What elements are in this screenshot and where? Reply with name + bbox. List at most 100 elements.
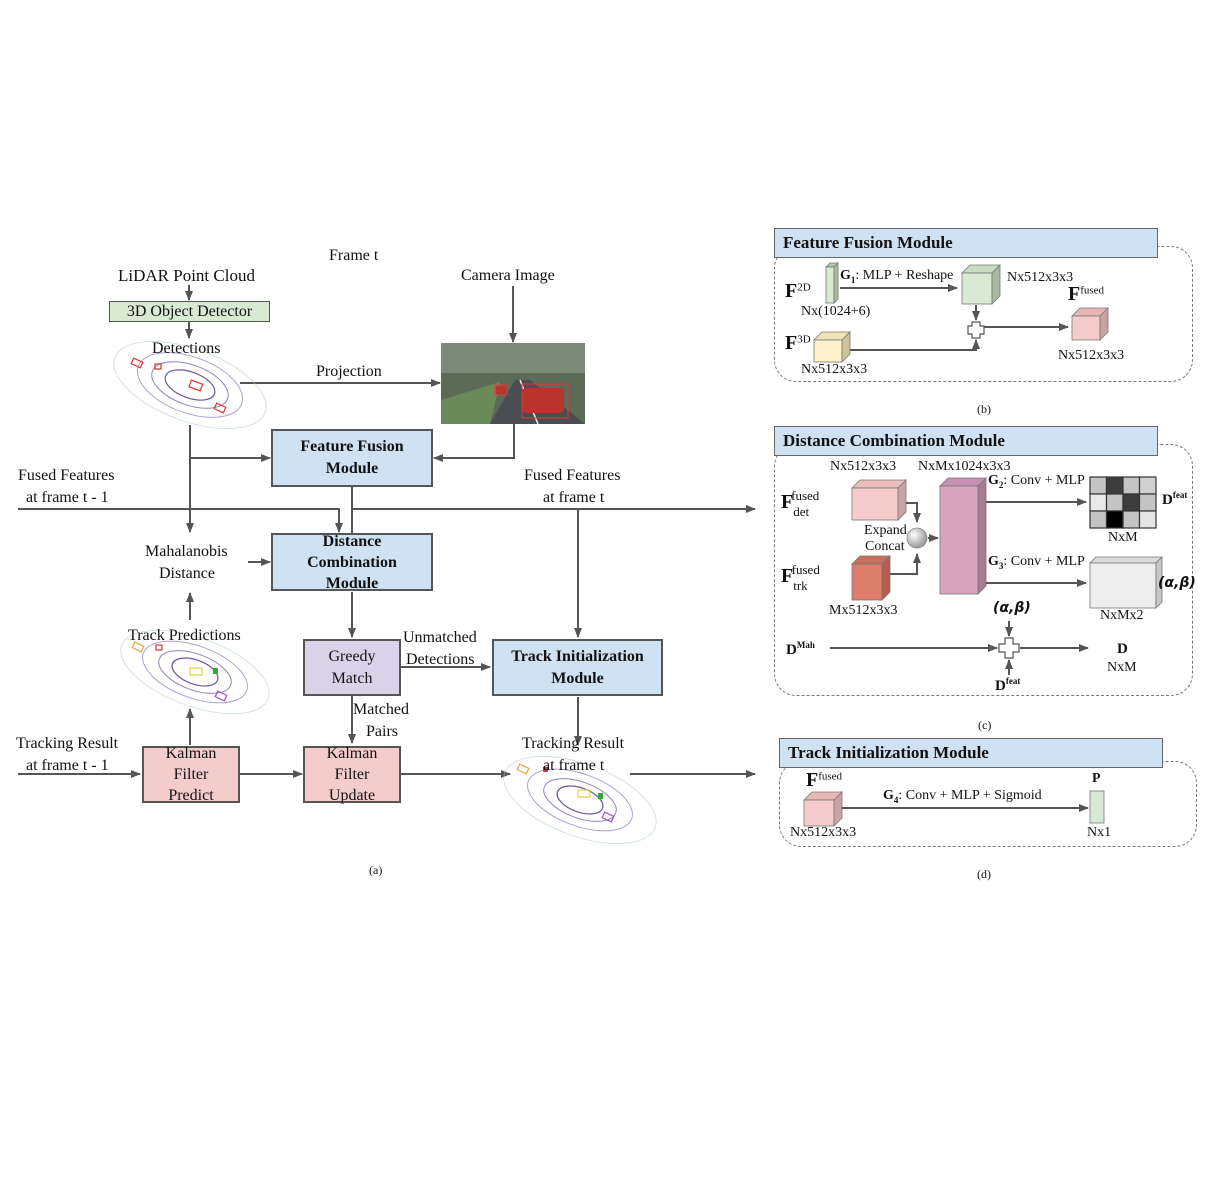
- projection-label: Projection: [316, 363, 382, 380]
- probability-vector: [1089, 790, 1105, 824]
- matched-line2: Pairs: [366, 723, 398, 740]
- tracking-curr-line1: Tracking Result: [522, 735, 625, 752]
- nxmx2-label: NxMx2: [1100, 608, 1144, 623]
- distance-combination-title: Distance Combination Module: [774, 426, 1158, 456]
- kalman-update-box[interactable]: Kalman Filter Update: [303, 745, 401, 804]
- fdet-label: Fdetfused: [781, 488, 820, 519]
- alpha-beta-tensor: [1089, 562, 1157, 609]
- track-init-title: Track Initialization Module: [779, 738, 1163, 768]
- panel-b-graphics: [813, 262, 1109, 363]
- frame-label: Frame t: [329, 247, 379, 264]
- track-init-line1: Track Initialization: [511, 647, 644, 665]
- arrow-image-fusion: [433, 424, 515, 462]
- greedy-match-box[interactable]: Greedy Match: [303, 639, 401, 696]
- d-output-dim: Nx1: [1087, 825, 1112, 840]
- concat-icon: [906, 527, 928, 549]
- trk-cube: [851, 563, 883, 601]
- f2d-label: F2D: [785, 280, 811, 302]
- f2d-dim: Nx(1024+6): [801, 304, 871, 319]
- g1-label: G1: MLP + Reshape: [840, 268, 954, 285]
- fused-prev-line2: at frame t - 1: [26, 489, 109, 506]
- panel-c-graphics: [830, 476, 1163, 675]
- unmatched-line1: Unmatched: [403, 629, 477, 646]
- camera-image: [441, 343, 585, 425]
- dcm-line2: Combination: [307, 553, 397, 571]
- unmatched-line2: Detections: [406, 651, 475, 668]
- pointcloud-result: [503, 756, 657, 844]
- detector-box[interactable]: 3D Object Detector: [109, 301, 270, 322]
- det-cube: [851, 487, 899, 521]
- dcm-line1: Distance: [322, 532, 382, 550]
- ftrk-label: Ftrkfused: [781, 562, 820, 593]
- weighted-sum-icon: [998, 637, 1020, 659]
- distance-combination-module[interactable]: Distance Combination Module: [271, 532, 433, 592]
- panel-d-graphics: [803, 790, 1105, 827]
- kalman-predict-line2: Filter: [173, 766, 209, 783]
- kalman-predict-line3: Predict: [168, 787, 214, 804]
- alpha-beta-right: (α,β): [1158, 575, 1196, 591]
- feature-fusion-title: Feature Fusion Module: [774, 228, 1158, 258]
- kalman-update-line2: Filter: [334, 766, 370, 783]
- pointcloud-detections: [113, 341, 267, 429]
- fused-prev-line1: Fused Features: [18, 467, 115, 484]
- concat-dim: NxMx1024x3x3: [918, 459, 1011, 474]
- feature-fusion-line1: Feature Fusion: [300, 438, 404, 455]
- alpha-beta-center: (α,β): [993, 600, 1031, 616]
- sum-icon: [967, 321, 985, 339]
- dcm-line3: Module: [325, 574, 379, 592]
- tracking-curr-line2: at frame t: [543, 757, 605, 774]
- heatmap-cell: [1138, 510, 1157, 529]
- distance-combination-panel: [774, 444, 1193, 696]
- mahalanobis-line1: Mahalanobis: [145, 543, 228, 560]
- kalman-update-line1: Kalman: [326, 745, 378, 762]
- d-input-dim: Nx512x3x3: [790, 825, 857, 840]
- arrow-fused-prev: [18, 508, 343, 533]
- fused-curr-line2: at frame t: [543, 489, 605, 506]
- det-dim: Nx512x3x3: [830, 459, 897, 474]
- track-predictions-label: Track Predictions: [128, 627, 241, 644]
- caption-a: (a): [369, 863, 383, 877]
- feature-fusion-module[interactable]: Feature Fusion Module: [271, 429, 433, 487]
- dfeat-bottom-label: Dfeat: [995, 676, 1021, 694]
- mid-dim: Nx512x3x3: [1007, 270, 1074, 285]
- d-output-label: D: [1117, 641, 1128, 657]
- dfeat-heatmap: [1089, 476, 1157, 529]
- mahalanobis-line2: Distance: [159, 565, 215, 582]
- p-label: P: [1092, 771, 1101, 786]
- feature-fusion-line2: Module: [325, 460, 379, 477]
- dmah-label: DMah: [786, 640, 815, 658]
- detections-label: Detections: [152, 340, 221, 357]
- matched-line1: Matched: [353, 701, 409, 718]
- kalman-predict-box[interactable]: Kalman Filter Predict: [142, 745, 240, 804]
- dfeat-label: Dfeat: [1162, 490, 1188, 508]
- g2-label: G2: Conv + MLP: [988, 473, 1085, 490]
- f3d-label: F3D: [785, 332, 811, 354]
- ffused-dim: Nx512x3x3: [1058, 348, 1125, 363]
- g3-label: G3: Conv + MLP: [988, 554, 1085, 571]
- panel-a-arrows: [18, 285, 756, 778]
- expand-label: Expand: [864, 523, 907, 538]
- trk-dim: Mx512x3x3: [829, 603, 898, 618]
- kalman-predict-line1: Kalman: [165, 745, 217, 762]
- nxm-label: NxM: [1108, 530, 1138, 545]
- concat-label: Concat: [865, 539, 905, 554]
- caption-b: (b): [977, 402, 991, 416]
- tracking-prev-line1: Tracking Result: [16, 735, 119, 752]
- g4-label: G4: Conv + MLP + Sigmoid: [883, 788, 1042, 805]
- track-init-line2: Module: [551, 669, 604, 687]
- fused-curr-line1: Fused Features: [524, 467, 621, 484]
- tracking-prev-line2: at frame t - 1: [26, 757, 109, 774]
- greedy-line2: Match: [331, 669, 373, 687]
- d-output-dim: NxM: [1107, 660, 1137, 675]
- camera-label: Camera Image: [461, 267, 555, 284]
- caption-c: (c): [978, 718, 992, 732]
- caption-d: (d): [977, 867, 991, 881]
- reshape-cube: [961, 272, 993, 305]
- greedy-line1: Greedy: [328, 647, 376, 665]
- lidar-label: LiDAR Point Cloud: [118, 266, 255, 285]
- track-initialization-module[interactable]: Track Initialization Module: [492, 639, 663, 696]
- pointcloud-predictions: [120, 629, 270, 715]
- d-ffused-label: Ffused: [806, 769, 843, 791]
- f3d-dim: Nx512x3x3: [801, 362, 868, 377]
